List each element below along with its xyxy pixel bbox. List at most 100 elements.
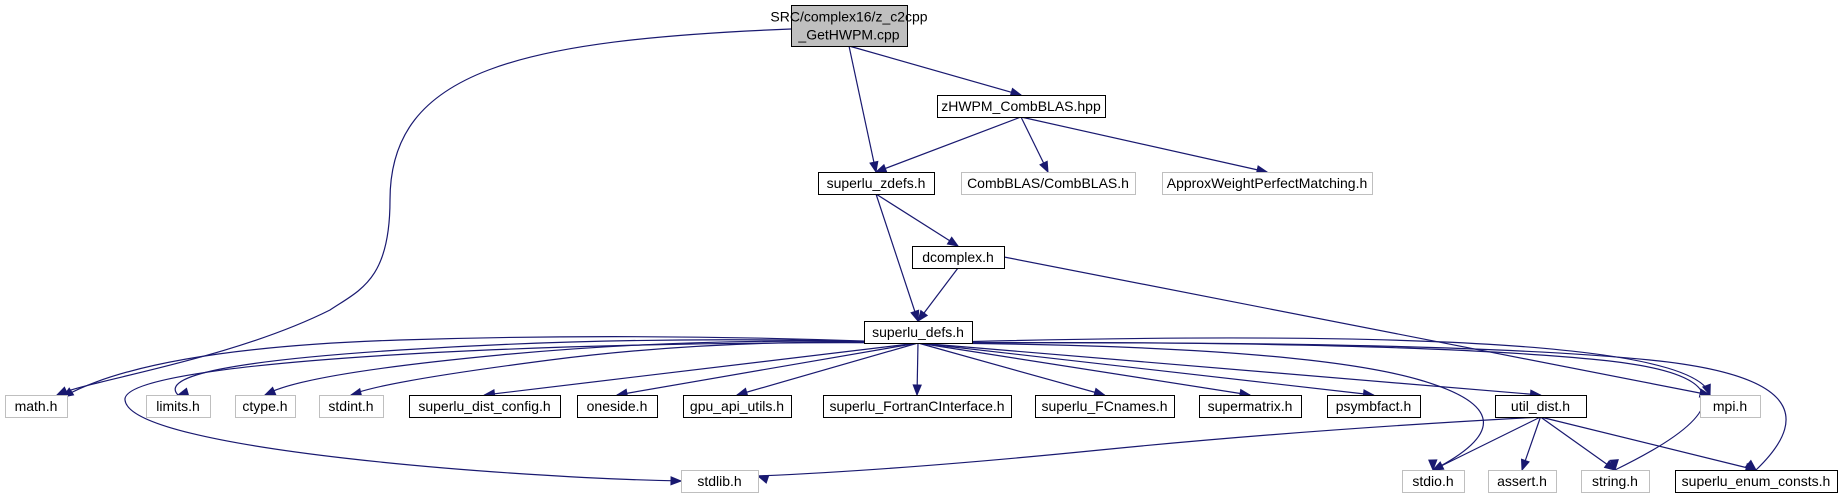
- edge-line: [736, 342, 919, 396]
- edge-sdefs-to-gpu: [735, 342, 919, 397]
- file-node-limits: limits.h: [146, 395, 211, 418]
- edge-arrowhead: [1431, 461, 1445, 471]
- node-label: dcomplex.h: [922, 249, 994, 265]
- file-node-mpi: mpi.h: [1700, 395, 1761, 418]
- node-label: zHWPM_CombBLAS.hpp: [941, 98, 1101, 114]
- edge-arrowhead: [1039, 160, 1049, 174]
- edge-line: [848, 45, 877, 173]
- node-box: [1199, 395, 1302, 418]
- edge-utildist-to-enumconsts: [1540, 416, 1758, 473]
- edge-arrowhead: [1701, 383, 1711, 397]
- file-node-fcnames[interactable]: superlu_FCnames.h: [1035, 395, 1175, 418]
- edge-line: [264, 340, 919, 396]
- edge-zhwpm-to-szdefs: [874, 116, 1022, 173]
- edge-arrowhead: [1428, 459, 1438, 472]
- edge-root-to-szdefs: [848, 45, 879, 174]
- edge-zhwpm-to-approx: [1020, 116, 1269, 175]
- file-node-zhwpm[interactable]: zHWPM_CombBLAS.hpp: [937, 95, 1106, 118]
- edge-line: [917, 342, 1541, 396]
- file-node-utildist[interactable]: util_dist.h: [1495, 395, 1587, 418]
- node-box: [681, 470, 759, 493]
- edge-line: [848, 45, 1022, 96]
- file-node-fortran[interactable]: superlu_FortranCInterface.h: [823, 395, 1012, 418]
- edge-line: [875, 116, 1022, 173]
- file-node-gpu[interactable]: gpu_api_utils.h: [683, 395, 792, 418]
- edge-sdefs-to-math: [61, 336, 919, 398]
- edge-line: [616, 342, 919, 396]
- edge-arrowhead: [1603, 460, 1617, 471]
- file-node-psymbfact[interactable]: psymbfact.h: [1327, 395, 1421, 418]
- edge-utildist-to-stdlib: [756, 416, 1541, 484]
- node-box: [961, 172, 1136, 195]
- node-box: [1700, 395, 1761, 418]
- node-label: superlu_FCnames.h: [1041, 398, 1167, 414]
- node-label: superlu_FortranCInterface.h: [829, 398, 1004, 414]
- node-label: oneside.h: [587, 398, 648, 414]
- edge-sdefs-to-stdint: [349, 341, 919, 398]
- node-box: [1581, 470, 1650, 493]
- file-node-approx: ApproxWeightPerfectMatching.h: [1162, 172, 1373, 195]
- edge-sdefs-to-ctype: [263, 340, 919, 396]
- node-box: [1035, 395, 1175, 418]
- node-box: [1495, 395, 1587, 418]
- edge-line: [917, 342, 1374, 396]
- edge-line: [174, 339, 919, 396]
- edge-line: [757, 416, 1541, 477]
- file-node-ctype: ctype.h: [235, 395, 296, 418]
- node-box: [577, 395, 658, 418]
- node-box: [823, 395, 1012, 418]
- edge-line: [56, 28, 792, 396]
- file-node-szdefs[interactable]: superlu_zdefs.h: [818, 172, 935, 195]
- node-label: SRC/complex16/z_c2cpp: [770, 9, 927, 25]
- file-node-combblas: CombBLAS/CombBLAS.h: [961, 172, 1136, 195]
- edge-root-to-zhwpm: [848, 45, 1023, 97]
- edge-arrowhead: [756, 474, 770, 484]
- node-label: stdio.h: [1412, 473, 1453, 489]
- node-box: [1675, 470, 1838, 493]
- node-box: [1402, 470, 1465, 493]
- edge-line: [917, 342, 1105, 396]
- file-node-dcomplex[interactable]: dcomplex.h: [912, 246, 1005, 269]
- node-layer: SRC/complex16/z_c2cpp _GetHWPM.cpp zHWPM_C…: [5, 5, 1838, 493]
- file-node-root[interactable]: SRC/complex16/z_c2cpp _GetHWPM.cpp: [770, 5, 928, 47]
- edge-sdefs-to-stdlib: [124, 342, 919, 486]
- node-box: [912, 246, 1005, 269]
- node-label: psymbfact.h: [1336, 398, 1411, 414]
- file-node-enumconsts[interactable]: superlu_enum_consts.h: [1675, 470, 1838, 493]
- edge-line: [875, 193, 919, 322]
- edge-arrowhead: [917, 309, 929, 323]
- edge-arrowhead: [176, 387, 190, 397]
- node-label: superlu_zdefs.h: [827, 175, 926, 191]
- node-box: [5, 395, 68, 418]
- file-node-sdefs[interactable]: superlu_defs.h: [864, 321, 973, 344]
- node-label: superlu_dist_config.h: [418, 398, 550, 414]
- edge-line: [1020, 116, 1268, 173]
- edge-sdefs-to-fortran: [912, 342, 922, 397]
- node-label: util_dist.h: [1511, 398, 1570, 414]
- file-node-supermatrix[interactable]: supermatrix.h: [1199, 395, 1302, 418]
- edge-line: [350, 341, 919, 396]
- edge-arrowhead: [946, 236, 960, 247]
- node-label: limits.h: [156, 398, 200, 414]
- edge-arrowhead: [735, 387, 749, 397]
- file-node-math: math.h: [5, 395, 68, 418]
- node-label: math.h: [15, 398, 58, 414]
- node-label: _GetHWPM.cpp: [797, 27, 899, 43]
- edge-line: [62, 336, 919, 398]
- edge-sdefs-to-mpi: [917, 337, 1711, 397]
- node-label: stdint.h: [328, 398, 373, 414]
- edge-line: [124, 342, 919, 482]
- edge-szdefs-to-dcomplex: [875, 193, 960, 247]
- edge-arrowhead: [61, 387, 75, 398]
- edge-line: [917, 342, 1484, 471]
- file-node-string: string.h: [1581, 470, 1650, 493]
- node-box: [1488, 470, 1557, 493]
- file-node-oneside[interactable]: oneside.h: [577, 395, 658, 418]
- node-label: CombBLAS/CombBLAS.h: [967, 175, 1129, 191]
- edge-line: [917, 342, 1251, 396]
- node-box: [235, 395, 296, 418]
- node-box: [864, 321, 973, 344]
- edge-arrowhead: [1609, 459, 1619, 472]
- file-node-distconfig[interactable]: superlu_dist_config.h: [409, 395, 561, 418]
